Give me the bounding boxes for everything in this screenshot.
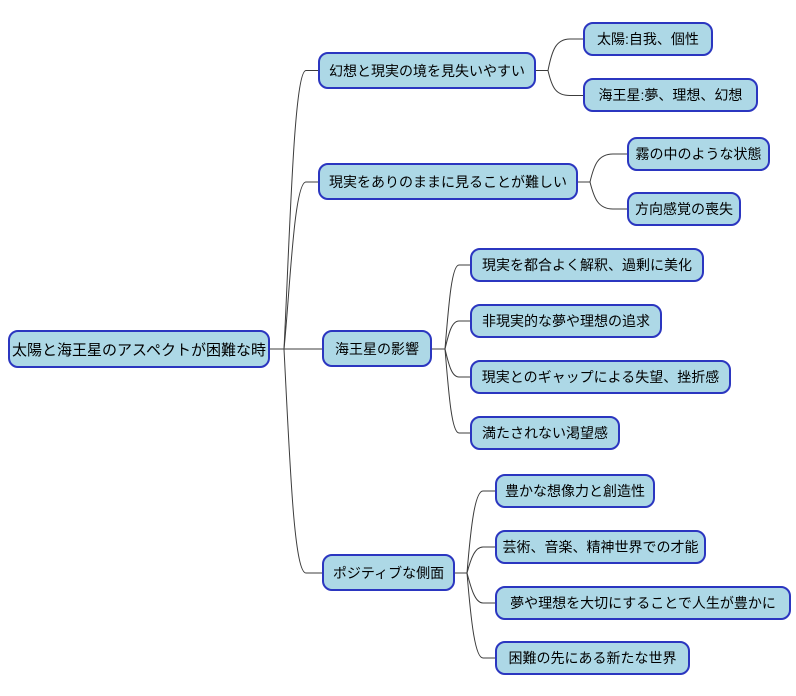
edge-branch2-leaf1	[589, 153, 627, 183]
edge-branch4-leaf3	[466, 572, 495, 604]
node-leaf-1-1[interactable]: 太陽:自我、個性	[583, 22, 713, 56]
node-leaf-4-3[interactable]: 夢や理想を大切にすることで人生が豊かに	[495, 586, 791, 620]
edge-branch4-leaf2	[466, 546, 495, 574]
edge-branch3-leaf1	[444, 264, 470, 350]
edge-branch3-leaf4	[444, 348, 470, 434]
edge-branch3-leaf2	[444, 320, 470, 350]
node-leaf-1-2[interactable]: 海王星:夢、理想、幻想	[583, 78, 758, 112]
node-branch-3[interactable]: 海王星の影響	[322, 330, 432, 367]
node-leaf-4-2[interactable]: 芸術、音楽、精神世界での才能	[495, 530, 706, 564]
node-leaf-4-1[interactable]: 豊かな想像力と創造性	[495, 474, 655, 508]
edge-root-branch2	[283, 181, 318, 350]
node-leaf-3-3[interactable]: 現実とのギャップによる失望、挫折感	[470, 360, 731, 394]
edge-branch1-leaf2	[547, 70, 583, 96]
edge-root-branch4	[283, 348, 322, 574]
edge-branch4-leaf1	[466, 490, 495, 574]
node-leaf-2-1[interactable]: 霧の中のような状態	[627, 137, 770, 171]
node-branch-1[interactable]: 幻想と現実の境を見失いやすい	[318, 52, 536, 89]
node-branch-2[interactable]: 現実をありのままに見ることが難しい	[318, 163, 578, 200]
node-root[interactable]: 太陽と海王星のアスペクトが困難な時	[8, 330, 270, 368]
node-branch-4[interactable]: ポジティブな側面	[322, 554, 455, 591]
edge-branch4-leaf4	[466, 572, 495, 659]
node-leaf-4-4[interactable]: 困難の先にある新たな世界	[495, 641, 690, 675]
node-leaf-3-2[interactable]: 非現実的な夢や理想の追求	[470, 304, 662, 338]
node-leaf-2-2[interactable]: 方向感覚の喪失	[627, 192, 741, 226]
edge-root-branch1	[283, 70, 318, 350]
edge-branch3-leaf3	[444, 348, 470, 378]
node-leaf-3-4[interactable]: 満たされない渇望感	[470, 416, 620, 450]
edge-branch1-leaf1	[547, 38, 583, 71]
node-leaf-3-1[interactable]: 現実を都合よく解釈、過剰に美化	[470, 248, 704, 282]
edge-branch2-leaf2	[589, 181, 627, 210]
